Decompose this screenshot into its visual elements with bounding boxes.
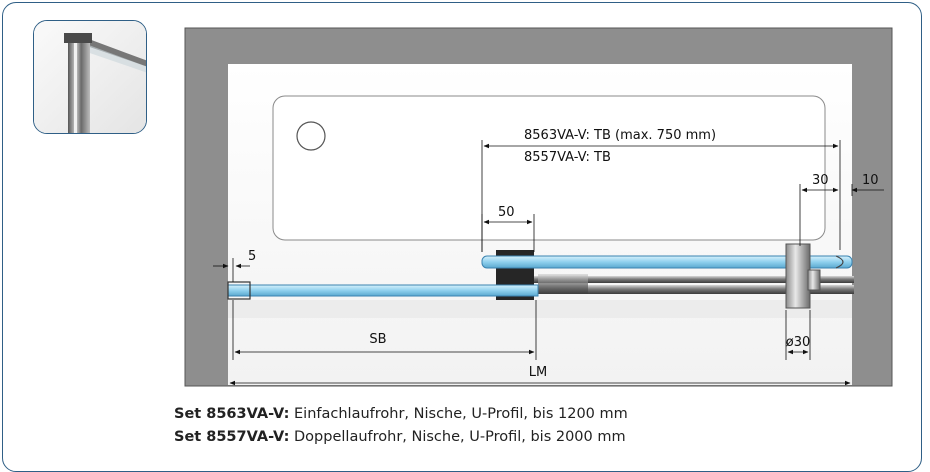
lower-glass-panel	[227, 284, 539, 297]
installation-diagram: 8563VA-V: TB (max. 750 mm) 8557VA-V: TB …	[184, 27, 893, 387]
dim-10-label: 10	[862, 173, 879, 188]
upper-glass-panel	[481, 255, 853, 269]
profile-detail-thumbnail	[33, 20, 147, 134]
tb-8557-label: 8557VA-V: TB	[524, 150, 611, 165]
caption-set-8557: Set 8557VA-V: Doppellaufrohr, Nische, U-…	[174, 429, 626, 445]
bathtub-outline	[272, 95, 826, 241]
dim-5-label: 5	[248, 249, 256, 264]
u-profile	[227, 281, 251, 300]
panel-handle	[835, 255, 844, 269]
lm-label: LM	[529, 365, 547, 380]
caption-set-8563-title: Set 8563VA-V:	[174, 406, 290, 422]
dim-50-label: 50	[498, 205, 515, 220]
dim-30-label: 30	[812, 173, 829, 188]
profile-detail-image	[34, 21, 146, 133]
post-bracket	[807, 269, 821, 291]
drain-circle	[296, 121, 326, 151]
caption-set-8563: Set 8563VA-V: Einfachlaufrohr, Nische, U…	[174, 406, 628, 422]
support-post	[785, 243, 811, 309]
floor-band	[228, 300, 852, 318]
upper-rail	[532, 276, 854, 283]
sb-label: SB	[369, 332, 386, 347]
lower-rail	[538, 285, 854, 294]
d30-label: ø30	[786, 335, 811, 350]
caption-set-8557-text: Doppellaufrohr, Nische, U-Profil, bis 20…	[289, 429, 626, 445]
rail-coupler	[538, 274, 588, 294]
caption-set-8557-title: Set 8557VA-V:	[174, 429, 290, 445]
tb-8563-label: 8563VA-V: TB (max. 750 mm)	[524, 128, 716, 143]
caption-set-8563-text: Einfachlaufrohr, Nische, U-Profil, bis 1…	[289, 406, 628, 422]
